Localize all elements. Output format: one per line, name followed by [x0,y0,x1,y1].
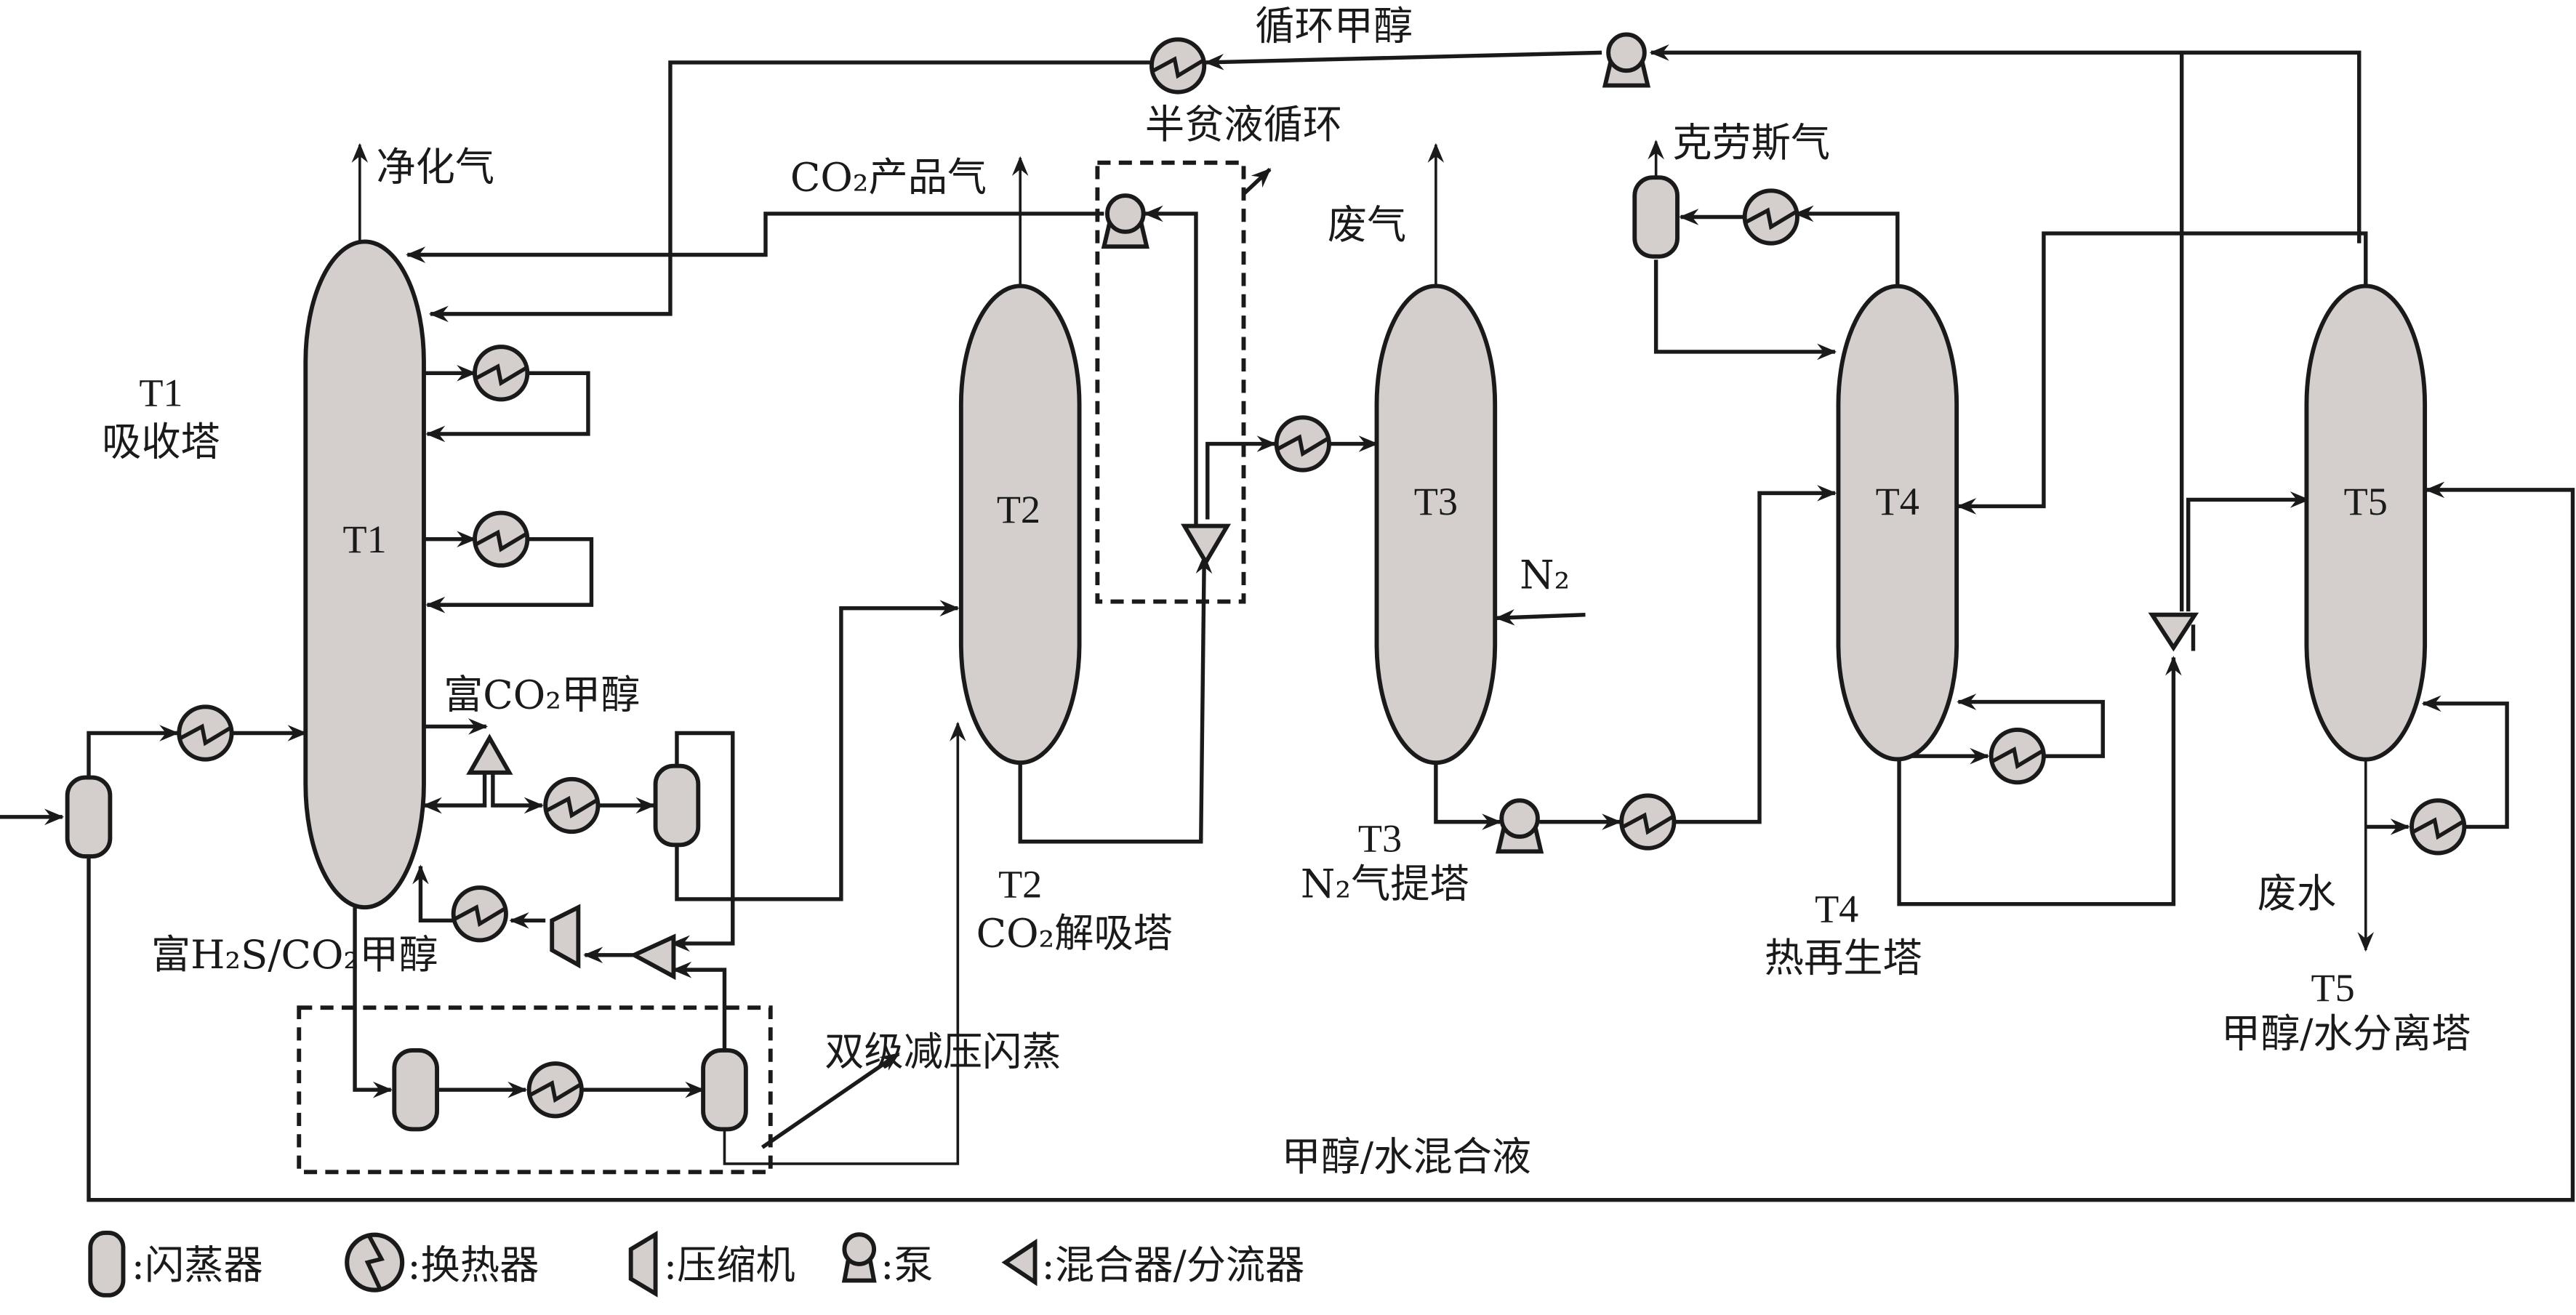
column-T5-caption-name: 甲醇/水分离塔 [2221,1010,2471,1056]
co2-rich-methanol-label: 富CO₂甲醇 [444,672,640,718]
purified-gas-label: 净化气 [376,145,494,190]
compressor-icon [628,1231,658,1298]
flash-drum-icon[interactable] [1634,177,1677,257]
column-T1-label: T1 [343,518,387,561]
mixer-splitter-icon [1001,1239,1038,1287]
column-T1[interactable]: T1 [303,239,426,910]
pump-icon[interactable] [1498,800,1541,851]
two-stage-flash-label: 双级减压闪蒸 [824,1029,1061,1074]
heat-exchanger-icon[interactable] [454,888,506,940]
heat-exchanger-icon[interactable] [1152,39,1204,92]
column-T1-caption-id: T1 [139,371,182,415]
two-stage-flash-box [297,1005,773,1175]
legend-label: :泵 [880,1242,933,1288]
legend-item-heat-exchanger: :换热器 [345,1232,539,1292]
legend-item-pump: :泵 [841,1232,934,1288]
h2s-co2-rich-methanol-label: 富H₂S/CO₂甲醇 [151,932,438,978]
legend-label: :换热器 [407,1242,539,1288]
column-T3-label: T3 [1414,480,1458,523]
legend-label: :压缩机 [664,1242,795,1288]
column-T4-caption-id: T4 [1815,888,1858,931]
waste-water-label: 废水 [2258,871,2336,917]
methanol-water-mix-label: 甲醇/水混合液 [1281,1134,1531,1180]
legend-item-compressor: :压缩机 [628,1231,795,1298]
column-T1-caption-name: 吸收塔 [102,419,220,465]
column-T2-caption-name: CO₂解吸塔 [976,910,1173,956]
column-T3[interactable]: T3 [1374,283,1498,765]
column-T3-caption-id: T3 [1358,816,1402,860]
flash-drum-icon[interactable] [68,778,111,857]
heat-exchanger-icon[interactable] [475,513,527,566]
column-T3-caption-name: N₂气提塔 [1301,861,1469,907]
heat-exchanger-icon[interactable] [1621,795,1674,848]
flash-drum-icon[interactable] [656,766,699,845]
legend-label: :混合器/分流器 [1042,1242,1305,1288]
legend: :闪蒸器 :换热器 :压缩机 :泵 :混合器/分流器 [88,1230,1305,1298]
pump-icon [841,1232,877,1283]
heat-exchanger-icon[interactable] [179,707,231,759]
heat-exchanger-icon[interactable] [1745,190,1797,243]
column-T5-label: T5 [2344,480,2388,523]
splitter-icon[interactable] [466,733,513,775]
legend-label: :闪蒸器 [132,1242,263,1288]
mixer-icon[interactable] [2148,612,2199,652]
compressor-icon[interactable] [550,904,581,969]
pump-icon[interactable] [1605,34,1648,85]
legend-item-flash-drum: :闪蒸器 [88,1230,263,1298]
flash-drum-icon[interactable] [394,1050,437,1130]
heat-exchanger-icon [345,1232,405,1292]
column-T5-caption-id: T5 [2311,966,2354,1010]
recycle-methanol-label: 循环甲醇 [1255,3,1413,49]
heat-exchanger-icon[interactable] [1991,730,2044,782]
heat-exchanger-icon[interactable] [1277,417,1329,470]
heat-exchanger-icon[interactable] [475,347,527,399]
column-T4-label: T4 [1876,480,1919,523]
heat-exchanger-icon[interactable] [529,1063,582,1116]
column-T2[interactable]: T2 [958,283,1082,765]
pipes [0,44,2575,1202]
column-T4-caption-name: 热再生塔 [1765,935,1922,981]
mixer-icon[interactable] [629,933,676,981]
n2-feed-label: N₂ [1520,552,1570,598]
waste-gas-label: 废气 [1328,202,1406,248]
column-T2-caption-id: T2 [998,863,1042,906]
legend-item-mixer-splitter: :混合器/分流器 [1001,1239,1305,1288]
pump-icon[interactable] [1104,196,1147,246]
semi-lean-recycle-box [1095,160,1246,604]
heat-exchanger-icon[interactable] [545,779,598,832]
heat-exchanger-icon[interactable] [2412,800,2464,853]
flash-drum-icon [88,1230,126,1298]
column-T5[interactable]: T5 [2304,283,2428,762]
co2-product-gas-label: CO₂产品气 [790,154,987,200]
claus-gas-label: 克劳斯气 [1672,120,1830,166]
semi-lean-recycle-label: 半贫液循环 [1145,102,1342,148]
mixer-icon[interactable] [1180,523,1232,567]
column-T2-label: T2 [997,488,1040,531]
flash-drum-icon[interactable] [703,1050,746,1130]
column-T4[interactable]: T4 [1836,283,1959,762]
